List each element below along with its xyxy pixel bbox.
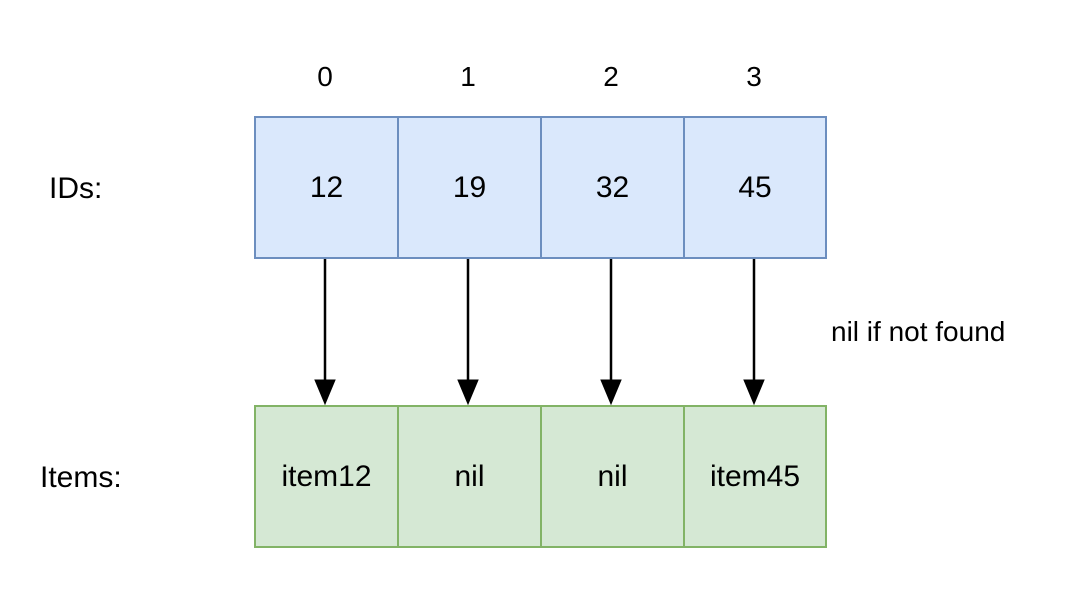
index-label-1: 1 [460,61,476,92]
ids-cell-0: 12 [254,116,399,259]
arrow-3 [743,259,765,406]
ids-cell-2: 32 [540,116,685,259]
items-cell-0: item12 [254,405,399,548]
arrow-1 [457,259,479,406]
arrow-0 [314,259,336,406]
ids-array: 12 19 32 45 [254,116,827,259]
index-label-2: 2 [603,61,619,92]
arrow-2 [600,259,622,406]
index-label-3: 3 [746,61,762,92]
items-array: item12 nil nil item45 [254,405,827,548]
items-cell-3: item45 [683,405,827,548]
items-row-label: Items: [40,461,122,494]
not-found-note: nil if not found [831,316,1006,347]
ids-row-label: IDs: [49,172,103,205]
ids-cell-3: 45 [683,116,827,259]
ids-cell-1: 19 [397,116,542,259]
index-label-0: 0 [317,61,333,92]
items-cell-1: nil [397,405,542,548]
